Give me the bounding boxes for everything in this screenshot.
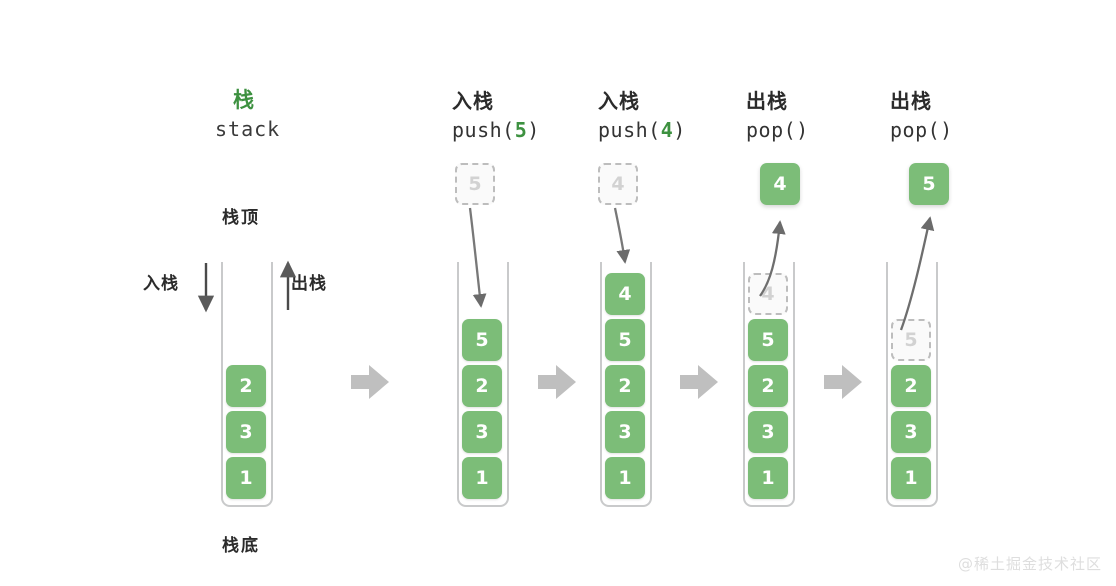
code-suffix: ) xyxy=(940,118,953,142)
stack-cell: 5 xyxy=(462,319,502,361)
label-pop-side: 出栈 xyxy=(291,274,327,294)
stack-cell-ghost: 4 xyxy=(748,273,788,315)
stack-cell: 4 xyxy=(605,273,645,315)
stack-container-push4 xyxy=(600,262,652,507)
code-value: 5 xyxy=(514,118,528,142)
stack-cell: 3 xyxy=(748,411,788,453)
col-push5-heading-code: push(5) xyxy=(452,118,540,142)
page-title-cn: 栈 xyxy=(233,88,255,112)
stack-cell: 5 xyxy=(605,319,645,361)
stack-cell: 3 xyxy=(226,411,266,453)
stack-cell: 1 xyxy=(891,457,931,499)
stack-cell: 3 xyxy=(605,411,645,453)
floating-cell-popped: 5 xyxy=(909,163,949,205)
code-suffix: ) xyxy=(673,118,686,142)
stack-cell: 2 xyxy=(226,365,266,407)
col-pop2-heading-code: pop() xyxy=(890,118,953,142)
floating-cell-popped: 4 xyxy=(760,163,800,205)
floating-cell-ghost: 4 xyxy=(598,163,638,205)
stack-cell: 2 xyxy=(605,365,645,407)
step-arrow-icon xyxy=(824,365,862,399)
stack-cell: 2 xyxy=(462,365,502,407)
stack-container-initial xyxy=(221,262,273,507)
col-push5-heading-cn: 入栈 xyxy=(452,89,494,113)
stack-cell: 3 xyxy=(462,411,502,453)
stack-cell: 3 xyxy=(891,411,931,453)
stack-cell: 1 xyxy=(605,457,645,499)
step-arrow-icon xyxy=(351,365,389,399)
code-prefix: pop( xyxy=(890,118,941,142)
stack-container-pop1 xyxy=(743,262,795,507)
code-prefix: push( xyxy=(452,118,515,142)
stack-cell: 2 xyxy=(748,365,788,407)
stack-container-pop2 xyxy=(886,262,938,507)
push4-motion-arrow-icon xyxy=(613,207,631,264)
code-prefix: pop( xyxy=(746,118,797,142)
label-push-side: 入栈 xyxy=(143,274,179,294)
stack-cell: 1 xyxy=(462,457,502,499)
stack-cell-ghost: 5 xyxy=(891,319,931,361)
step-arrow-icon xyxy=(680,365,718,399)
col-pop1-heading-code: pop() xyxy=(746,118,809,142)
code-suffix: ) xyxy=(796,118,809,142)
code-suffix: ) xyxy=(527,118,540,142)
stack-cell: 2 xyxy=(891,365,931,407)
stack-cell: 5 xyxy=(748,319,788,361)
label-stack-bottom: 栈底 xyxy=(222,536,260,556)
floating-cell-ghost: 5 xyxy=(455,163,495,205)
col-push4-heading-code: push(4) xyxy=(598,118,686,142)
stack-cell: 1 xyxy=(226,457,266,499)
step-arrow-icon xyxy=(538,365,576,399)
col-push4-heading-cn: 入栈 xyxy=(598,89,640,113)
stack-cell: 1 xyxy=(748,457,788,499)
code-prefix: push( xyxy=(598,118,661,142)
watermark: @稀土掘金技术社区 xyxy=(957,555,1102,573)
stack-container-push5 xyxy=(457,262,509,507)
page-title-en: stack xyxy=(215,117,281,141)
col-pop1-heading-cn: 出栈 xyxy=(746,89,788,113)
col-pop2-heading-cn: 出栈 xyxy=(890,89,932,113)
code-value: 4 xyxy=(660,118,674,142)
label-stack-top: 栈顶 xyxy=(222,208,260,228)
